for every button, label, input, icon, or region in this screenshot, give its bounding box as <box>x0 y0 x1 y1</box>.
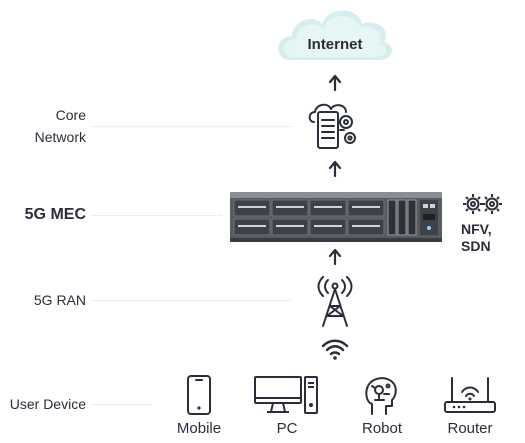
wifi-icon <box>321 339 349 360</box>
mec-server-image <box>230 192 442 242</box>
core-network-label-line2: Network <box>34 129 86 145</box>
internet-cloud <box>278 10 393 60</box>
arrow-up-icon <box>328 74 342 92</box>
user-device-label: User Device <box>9 396 86 412</box>
gears-icon <box>463 194 502 214</box>
nfv-label: NFV, <box>461 221 492 237</box>
arrow-up-icon <box>328 160 342 178</box>
core-network-label: Core Network <box>35 104 86 148</box>
arrow-up-icon <box>328 248 342 266</box>
desktop-pc-icon <box>254 376 318 414</box>
guide-line-mec <box>92 215 222 216</box>
device-label-mobile: Mobile <box>176 420 222 437</box>
device-label-pc: PC <box>276 420 298 437</box>
robot-head-icon <box>365 377 397 415</box>
guide-line-ran <box>92 300 292 301</box>
mobile-phone-icon <box>187 375 211 415</box>
mec-label: 5G MEC <box>24 206 86 223</box>
guide-line-user <box>92 404 152 405</box>
internet-label: Internet <box>307 36 363 53</box>
wifi-router-icon <box>444 377 496 413</box>
ran-label: 5G RAN <box>33 292 86 308</box>
nfv-sdn-label: NFV, SDN <box>461 221 492 255</box>
core-network-label-line1: Core <box>55 107 86 123</box>
sdn-label: SDN <box>461 238 491 254</box>
core-network-icon <box>308 103 356 149</box>
device-label-router: Router <box>447 420 493 437</box>
device-label-robot: Robot <box>361 420 403 437</box>
cell-tower-icon <box>317 276 353 327</box>
guide-line-core <box>92 126 292 127</box>
